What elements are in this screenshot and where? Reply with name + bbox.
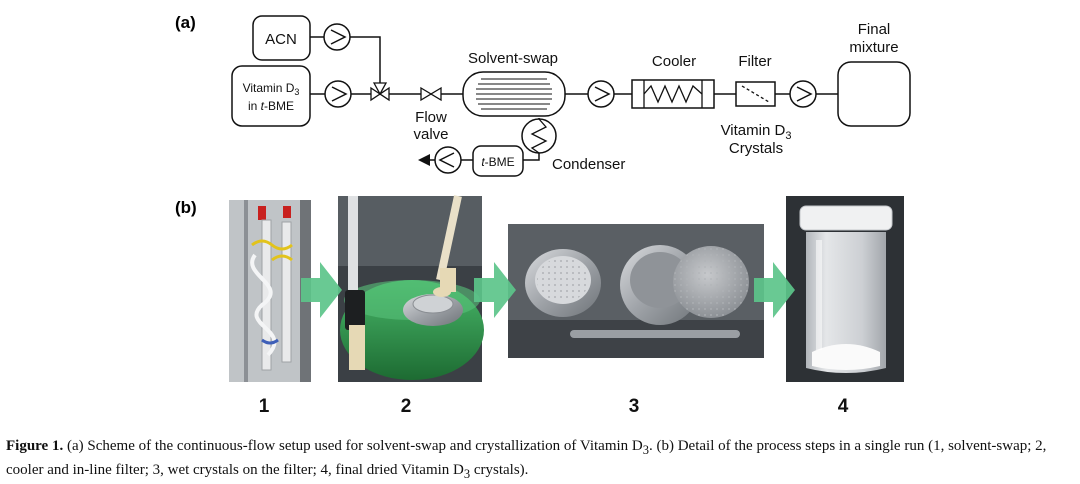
outlet-pump-icon [789,80,817,108]
caption-sub-1: 3 [642,443,649,457]
photo-solvent-swap [229,200,311,382]
transfer-pump-icon [587,80,615,108]
process-arrow-1-icon [301,262,342,318]
mixing-valve-icon [370,82,390,102]
step-number: 2 [401,396,412,417]
caption-text-1: (a) Scheme of the continuous-flow setup … [63,438,643,454]
photo-dried-crystals [786,196,904,382]
final-mixture-vessel [837,61,911,127]
filter-icon [735,81,776,107]
acn-reservoir: ACN [252,15,311,61]
feed-pump-icon [324,80,352,108]
flow-valve-label-2: valve [413,126,448,143]
caption-sub-2: 3 [463,467,471,481]
acn-label: ACN [265,31,297,48]
solvent-swap-vessel [462,71,566,117]
final-mixture-label-2: mixture [849,39,898,56]
solvent-swap-label: Solvent-swap [468,50,558,67]
condenser-icon [521,118,557,154]
step-number: 4 [838,396,849,417]
vitamin-d3-reservoir: Vitamin D3 in t-BME [231,65,311,127]
figure-caption: Figure 1. (a) Scheme of the continuous-f… [6,436,1074,484]
tbme-receiver: t-BME [472,145,524,177]
process-arrow-2-icon [474,262,516,318]
panel-b-label: (b) [175,198,197,217]
vitamin-d3-feed-label: Vitamin D3 [243,81,300,97]
panel-a-label: (a) [175,13,196,32]
final-mixture-label-1: Final [858,21,891,38]
photo-cooler-filter [338,195,484,382]
acn-pump-icon [323,23,351,51]
in-tbme-label: in t-BME [248,99,294,113]
tbme-label: t-BME [481,155,514,169]
cooler-label: Cooler [652,53,696,70]
step-number: 1 [259,396,270,417]
cooler-icon [631,79,715,109]
caption-figure-label: Figure 1. [6,438,64,454]
tbme-pump-icon [434,146,462,174]
crystals-label-1: Vitamin D3 [721,122,792,142]
caption-text-3: crystals). [470,462,529,478]
crystals-label-2: Crystals [729,140,783,157]
photo-wet-crystals [508,224,764,358]
flow-valve-icon [420,86,442,102]
filter-label: Filter [738,53,771,70]
flow-valve-label-1: Flow [415,109,447,126]
process-arrow-3-icon [754,262,795,318]
step-number: 3 [629,396,640,417]
caption-text-2: . (b) Detail of the process steps in a s… [6,438,1047,478]
condenser-label: Condenser [552,156,625,173]
